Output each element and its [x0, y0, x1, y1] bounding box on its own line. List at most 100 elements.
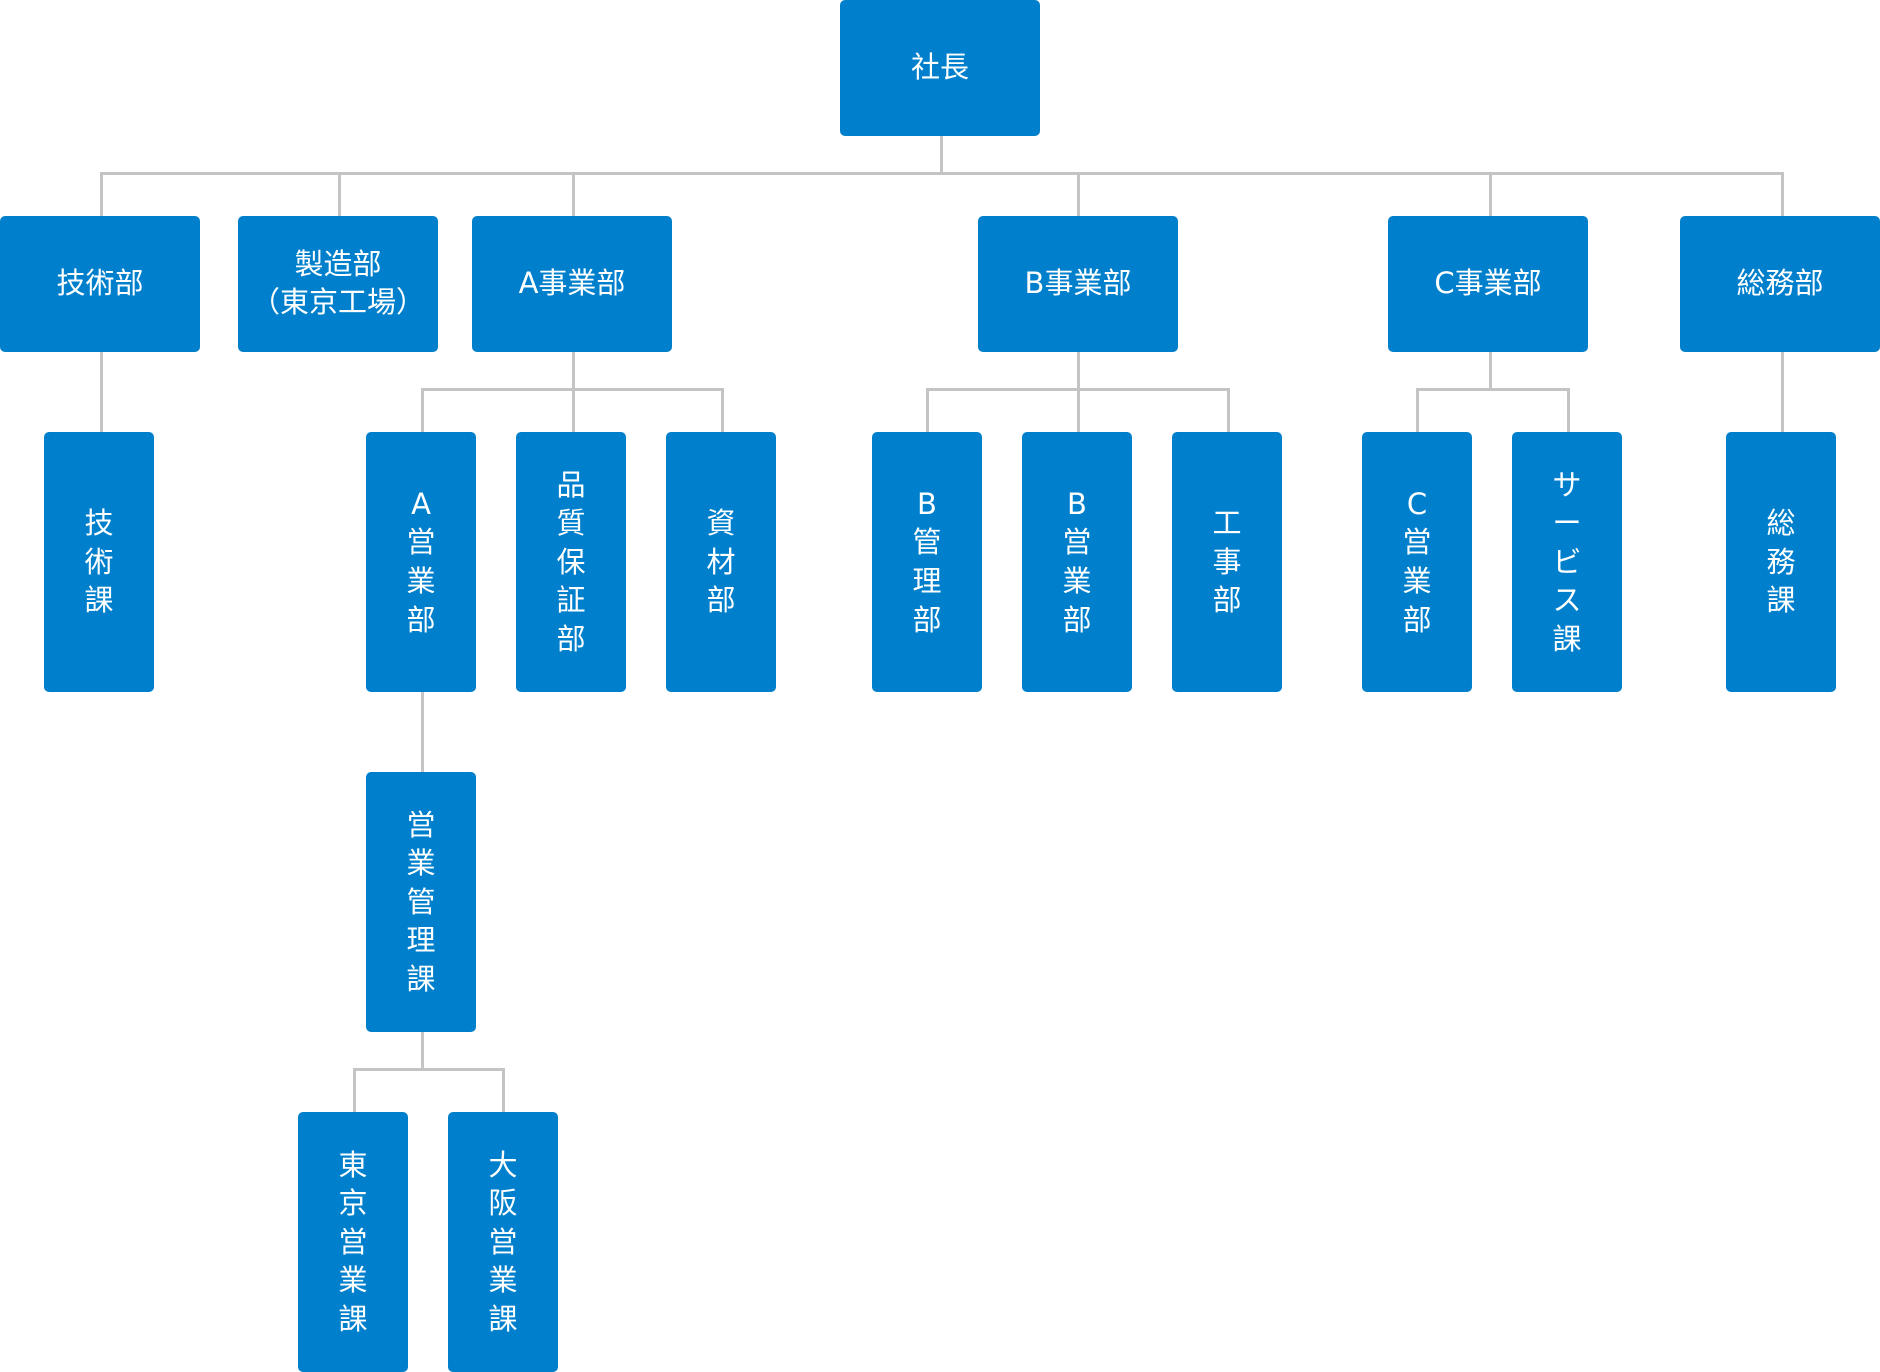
box-char: 技 [84, 506, 114, 541]
connector [1227, 388, 1230, 433]
gijutsu-ka-box: 技術課 [44, 432, 154, 692]
president-label: 社長 [910, 50, 969, 85]
box-char: B [917, 486, 937, 521]
box-char: C [1406, 486, 1428, 521]
connector [421, 388, 724, 391]
connector [502, 1068, 505, 1113]
box-char: 営 [1062, 525, 1092, 560]
kouji-bu-box: 工事部 [1172, 432, 1282, 692]
box-char: 管 [406, 884, 436, 919]
box-char: 課 [1766, 583, 1796, 618]
soumu-bu-label: 総務部 [1736, 266, 1824, 301]
service-ka-box: サービス課 [1512, 432, 1622, 692]
connector [100, 350, 103, 433]
box-char: 東 [338, 1147, 368, 1182]
box-char: 品 [556, 467, 586, 502]
connector [1077, 350, 1080, 433]
box-char: 課 [84, 583, 114, 618]
c-jigyou-bu-box: C事業部 [1388, 216, 1588, 352]
osaka-eigyou-ka-box: 大阪営業課 [448, 1112, 558, 1372]
connector [421, 388, 424, 433]
box-char: 業 [406, 846, 436, 881]
soumu-bu-box: 総務部 [1680, 216, 1880, 352]
connector [1416, 388, 1419, 433]
connector [721, 388, 724, 433]
box-char: 部 [406, 602, 436, 637]
connector [100, 172, 1784, 175]
connector [940, 134, 943, 174]
box-char: 部 [912, 602, 942, 637]
box-char: B [1067, 486, 1087, 521]
connector [353, 1068, 356, 1113]
box-char: 工 [1212, 506, 1242, 541]
box-char: 総 [1766, 506, 1796, 541]
box-char: 課 [338, 1301, 368, 1336]
box-char: 部 [706, 583, 736, 618]
connector [926, 388, 929, 433]
seizou-bu-box: 製造部 （東京工場） [238, 216, 438, 352]
box-char: 保 [556, 544, 586, 579]
b-jigyou-bu-label: B事業部 [1024, 266, 1132, 301]
box-char: 業 [338, 1263, 368, 1298]
box-char: 部 [1062, 602, 1092, 637]
box-char: サ [1552, 467, 1582, 502]
box-char: 課 [1552, 621, 1582, 656]
connector [353, 1068, 505, 1071]
box-char: 京 [338, 1186, 368, 1221]
president-box: 社長 [840, 0, 1040, 136]
box-char: 課 [406, 961, 436, 996]
connector [1489, 350, 1492, 390]
box-char: 部 [1402, 602, 1432, 637]
box-char: ー [1552, 506, 1582, 541]
box-char: 阪 [488, 1186, 518, 1221]
box-char: 大 [488, 1147, 518, 1182]
connector [572, 172, 575, 216]
box-char: 材 [706, 544, 736, 579]
box-char: A [411, 486, 431, 521]
box-char: 営 [406, 525, 436, 560]
box-char: 営 [488, 1224, 518, 1259]
box-char: 質 [556, 506, 586, 541]
connector [1781, 172, 1784, 216]
box-char: 資 [706, 506, 736, 541]
box-char: 課 [488, 1301, 518, 1336]
box-char: ス [1552, 583, 1582, 618]
a-jigyou-bu-box: A事業部 [472, 216, 672, 352]
box-char: 業 [1062, 564, 1092, 598]
box-char: 務 [1766, 544, 1796, 579]
box-char: 部 [556, 621, 586, 656]
connector [926, 388, 1230, 391]
box-char: 術 [84, 544, 114, 579]
box-char: 部 [1212, 583, 1242, 618]
gijutsu-bu-label: 技術部 [56, 266, 144, 301]
c-jigyou-bu-label: C事業部 [1434, 266, 1542, 301]
connector [1567, 388, 1570, 433]
connector [1416, 388, 1570, 391]
a-jigyou-bu-label: A事業部 [518, 266, 626, 301]
seizou-bu-label: 製造部 [294, 247, 382, 282]
gijutsu-bu-box: 技術部 [0, 216, 200, 352]
tokyo-eigyou-ka-box: 東京営業課 [298, 1112, 408, 1372]
box-char: 証 [556, 583, 586, 618]
connector [338, 172, 341, 216]
connector [100, 172, 103, 216]
hinshitsu-hoshou-bu-box: 品質保証部 [516, 432, 626, 692]
box-char: 理 [912, 564, 942, 598]
seizou-bu-sub-label: （東京工場） [250, 285, 425, 319]
connector [421, 690, 424, 774]
box-char: 業 [406, 564, 436, 598]
connector [1781, 350, 1784, 433]
box-char: 営 [406, 807, 436, 842]
connector [421, 1030, 424, 1070]
eigyou-kanri-ka-box: 営業管理課 [366, 772, 476, 1032]
box-char: 業 [1402, 564, 1432, 598]
box-char: 理 [406, 923, 436, 958]
soumu-ka-box: 総務課 [1726, 432, 1836, 692]
box-char: 営 [338, 1224, 368, 1259]
box-char: 業 [488, 1263, 518, 1298]
connector [572, 350, 575, 433]
